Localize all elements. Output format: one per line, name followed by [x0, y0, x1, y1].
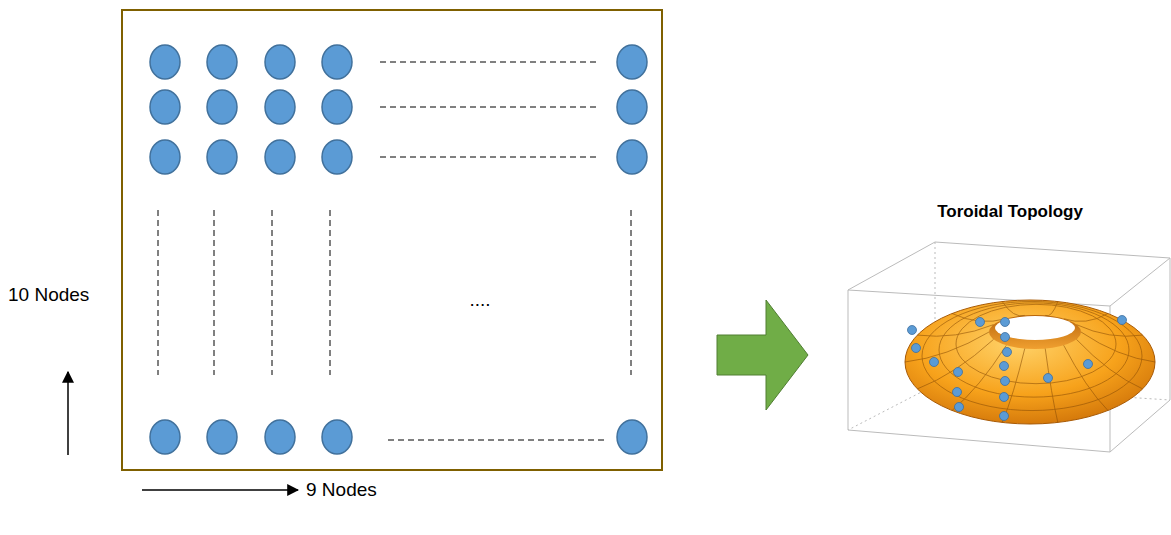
node-circle [265, 140, 295, 174]
torus-node [908, 326, 917, 335]
node-circle [322, 90, 352, 124]
node-circle [150, 140, 180, 174]
node-circle [265, 420, 295, 454]
mesh-line [1081, 332, 1155, 362]
plot-title: Toroidal Topology [937, 202, 1083, 222]
dashed-line [214, 210, 215, 375]
mesh-line [952, 345, 1006, 410]
torus [905, 300, 1155, 424]
mesh-line [917, 339, 993, 389]
axis-arrow [67, 372, 69, 455]
axis-arrow [142, 489, 298, 491]
torus-node [1001, 333, 1010, 342]
torus-node [953, 388, 962, 397]
grid-frame [122, 10, 662, 470]
mesh-line [922, 301, 1142, 410]
dashed-line [380, 107, 597, 108]
torus-node [912, 344, 921, 353]
box-edge [848, 242, 1170, 430]
torus-node [1084, 360, 1093, 369]
node-circle [150, 420, 180, 454]
torus-node [954, 368, 963, 377]
node-circle [617, 45, 647, 79]
dashed-line [380, 157, 597, 158]
torus-node [1001, 318, 1010, 327]
torus-node [1000, 412, 1009, 421]
torus-node [1118, 316, 1127, 325]
torus-node [1001, 377, 1010, 386]
node-circle [617, 140, 647, 174]
node-circle [322, 45, 352, 79]
torus-node [930, 358, 939, 367]
node-circle [617, 420, 647, 454]
node-circle [322, 420, 352, 454]
node-circle [207, 140, 237, 174]
torus-node [1044, 374, 1053, 383]
dashed-line [388, 440, 605, 441]
node-circle [207, 90, 237, 124]
node-grid [150, 45, 647, 454]
ellipsis-lines [158, 62, 631, 440]
mesh-line [1002, 302, 1025, 316]
node-circle [265, 90, 295, 124]
torus-node [1003, 348, 1012, 357]
node-circle [322, 140, 352, 174]
axis-label: 10 Nodes [8, 284, 89, 306]
torus-node [976, 318, 985, 327]
node-circle [150, 45, 180, 79]
node-circle [150, 90, 180, 124]
dashed-line [272, 210, 273, 375]
node-circle [617, 90, 647, 124]
node-circle [207, 420, 237, 454]
dashed-line [330, 210, 331, 375]
mesh-line [1064, 314, 1108, 322]
mesh-line [1076, 339, 1142, 389]
plot-box [848, 242, 1170, 452]
transform-arrow [717, 300, 808, 410]
torus-body [905, 300, 1155, 424]
node-circle [265, 45, 295, 79]
mesh-line [905, 332, 989, 362]
dashed-line [380, 62, 597, 63]
mesh-line [1045, 349, 1058, 423]
mesh-line [1045, 302, 1058, 316]
box-edge [848, 242, 1170, 306]
mesh-line [1064, 345, 1108, 410]
torus-node [1000, 393, 1009, 402]
torus-node [1000, 362, 1009, 371]
dashed-line [158, 210, 159, 375]
box-edge [848, 258, 1170, 452]
mesh-line [939, 303, 1129, 397]
mesh-line [956, 304, 1116, 383]
torus-mesh [905, 301, 1155, 422]
node-circle [207, 45, 237, 79]
mesh-line [1076, 325, 1142, 337]
torus-nodes [908, 316, 1127, 421]
dashed-line [631, 210, 632, 375]
torus-node [955, 403, 964, 412]
ellipsis-label: .... [469, 289, 490, 311]
axis-label: 9 Nodes [306, 479, 377, 501]
